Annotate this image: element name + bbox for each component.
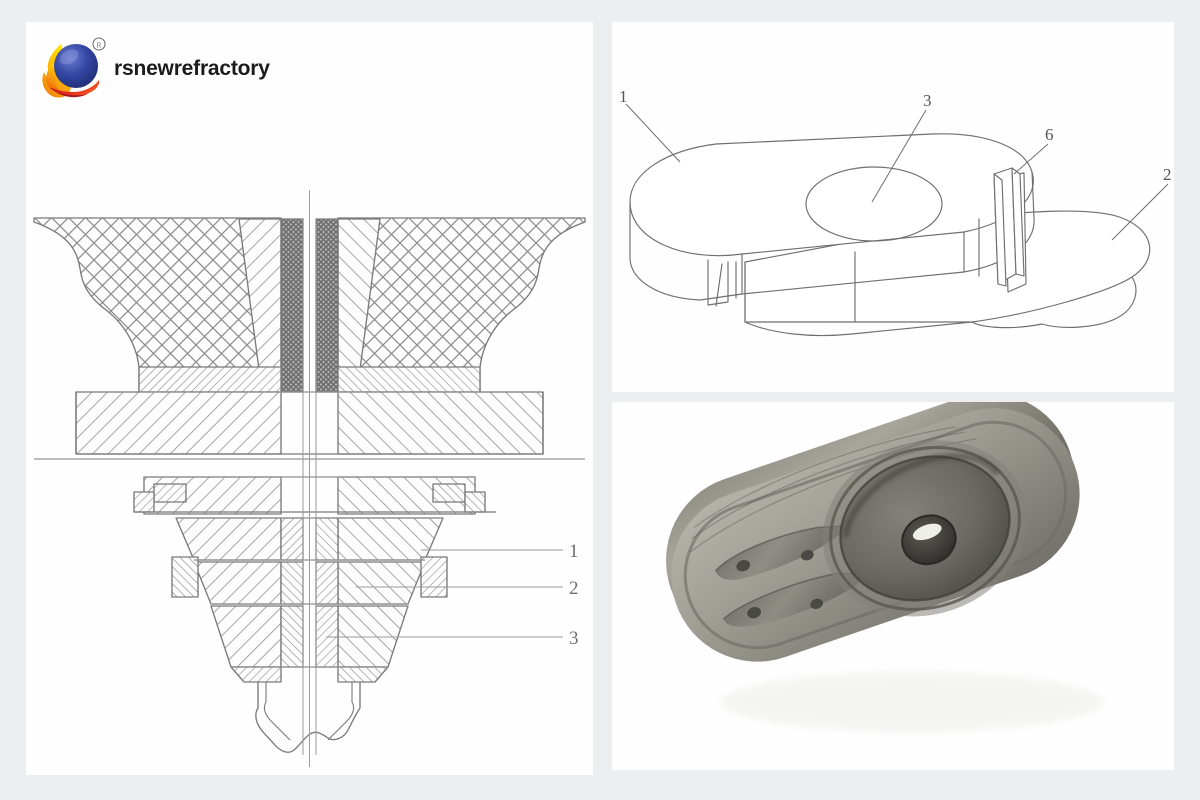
small-hole: [810, 598, 824, 610]
flame-globe-logo-icon: R: [34, 34, 108, 102]
callout-label-2: 2: [569, 578, 579, 599]
slide-gate-plate-photo-illustration: [666, 402, 1102, 732]
callout-label-1: 1: [569, 541, 579, 562]
callout-leaders: [326, 549, 563, 638]
brand-name: rsnewrefractory: [114, 56, 270, 80]
small-hole: [747, 606, 761, 619]
iso-callout-leaders: [625, 103, 1169, 241]
iso-callout-label-6: 6: [1045, 125, 1054, 144]
isometric-drawing: 1 3 6 2: [619, 87, 1172, 337]
panel-isometric-drawing: 1 3 6 2: [612, 22, 1174, 392]
iso-callout-label-3: 3: [923, 91, 932, 110]
panel-cross-section-drawing: R rsnewrefractory: [26, 22, 593, 775]
iso-callout-label-2: 2: [1163, 165, 1172, 184]
panel-product-photograph: [612, 402, 1174, 770]
product-photo: [612, 402, 1174, 770]
registered-trademark-icon: R: [92, 37, 106, 51]
svg-text:R: R: [96, 41, 101, 50]
wedge-key: [993, 167, 1025, 287]
bore-opening: [912, 523, 942, 541]
small-hole: [736, 559, 751, 572]
small-hole: [800, 550, 814, 561]
bore-hole-ellipse: [805, 166, 943, 242]
iso-callout-label-1: 1: [619, 87, 628, 106]
centre-bore: [902, 515, 956, 565]
callout-label-3: 3: [569, 628, 579, 649]
cross-section-drawing: 1 2 3: [33, 190, 586, 767]
brand-logo: R rsnewrefractory: [26, 30, 356, 106]
